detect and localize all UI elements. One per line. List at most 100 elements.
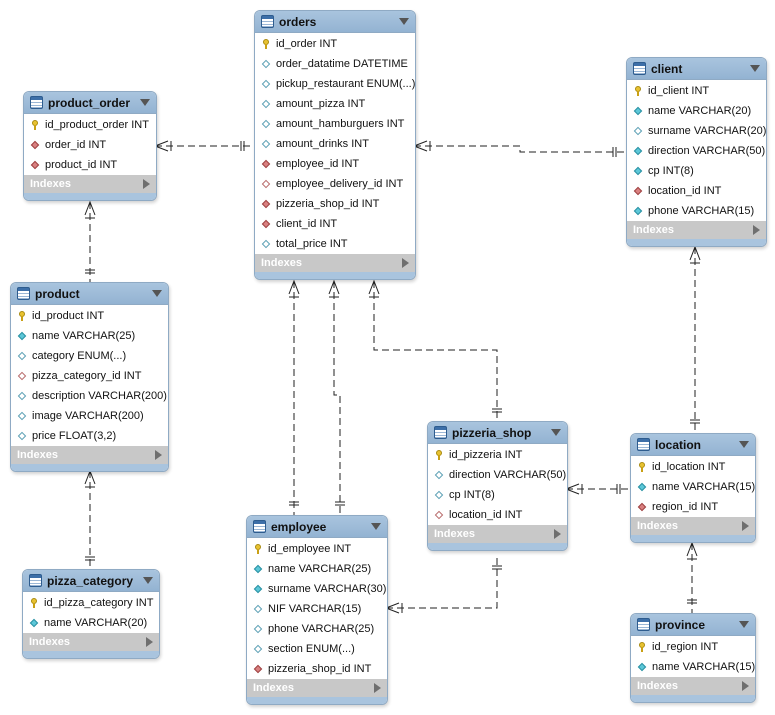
column-row[interactable]: phone VARCHAR(25) [247,619,387,639]
table-header[interactable]: product [11,283,168,305]
column-row[interactable]: id_product INT [11,306,168,326]
collapse-arrow-icon[interactable] [739,621,749,628]
column-diamond-empty-icon [633,126,643,136]
column-row[interactable]: phone VARCHAR(15) [627,201,766,221]
indexes-bar[interactable]: Indexes [631,677,755,695]
column-row[interactable]: cp INT(8) [627,161,766,181]
collapse-arrow-icon[interactable] [739,441,749,448]
table-header[interactable]: employee [247,516,387,538]
indexes-bar[interactable]: Indexes [255,254,415,272]
column-row[interactable]: region_id INT [631,497,755,517]
expand-arrow-icon[interactable] [143,179,150,189]
column-row[interactable]: amount_pizza INT [255,94,415,114]
indexes-bar[interactable]: Indexes [428,525,567,543]
expand-arrow-icon[interactable] [155,450,162,460]
column-row[interactable]: id_product_order INT [24,115,156,135]
collapse-arrow-icon[interactable] [399,18,409,25]
primary-key-icon [30,120,40,130]
expand-arrow-icon[interactable] [742,521,749,531]
table-header[interactable]: pizza_category [23,570,159,592]
column-row[interactable]: NIF VARCHAR(15) [247,599,387,619]
column-row[interactable]: direction VARCHAR(50) [428,465,567,485]
column-row[interactable]: name VARCHAR(25) [11,326,168,346]
column-row[interactable]: client_id INT [255,214,415,234]
column-row[interactable]: pizzeria_shop_id INT [255,194,415,214]
column-row[interactable]: employee_id INT [255,154,415,174]
column-row[interactable]: amount_hamburguers INT [255,114,415,134]
column-row[interactable]: id_pizzeria INT [428,445,567,465]
expand-arrow-icon[interactable] [742,681,749,691]
column-row[interactable]: employee_delivery_id INT [255,174,415,194]
table-header[interactable]: client [627,58,766,80]
table-header[interactable]: location [631,434,755,456]
column-row[interactable]: product_id INT [24,155,156,175]
column-row[interactable]: location_id INT [428,505,567,525]
expand-arrow-icon[interactable] [146,637,153,647]
column-label: amount_hamburguers INT [276,118,405,130]
column-row[interactable]: name VARCHAR(20) [627,101,766,121]
collapse-arrow-icon[interactable] [140,99,150,106]
column-row[interactable]: order_id INT [24,135,156,155]
column-row[interactable]: direction VARCHAR(50) [627,141,766,161]
collapse-arrow-icon[interactable] [371,523,381,530]
expand-arrow-icon[interactable] [402,258,409,268]
collapse-arrow-icon[interactable] [750,65,760,72]
column-row[interactable]: total_price INT [255,234,415,254]
column-row[interactable]: surname VARCHAR(20) [627,121,766,141]
column-row[interactable]: pizza_category_id INT [11,366,168,386]
column-row[interactable]: cp INT(8) [428,485,567,505]
expand-arrow-icon[interactable] [554,529,561,539]
column-row[interactable]: section ENUM(...) [247,639,387,659]
primary-key-icon [253,544,263,554]
table-header[interactable]: orders [255,11,415,33]
column-diamond-empty-icon [17,411,27,421]
expand-arrow-icon[interactable] [753,225,760,235]
column-row[interactable]: id_location INT [631,457,755,477]
column-row[interactable]: id_region INT [631,637,755,657]
table-header[interactable]: province [631,614,755,636]
column-label: name VARCHAR(25) [32,330,136,342]
column-row[interactable]: name VARCHAR(20) [23,613,159,633]
column-row[interactable]: price FLOAT(3,2) [11,426,168,446]
column-row[interactable]: id_employee INT [247,539,387,559]
indexes-bar[interactable]: Indexes [247,679,387,697]
indexes-bar[interactable]: Indexes [627,221,766,239]
column-row[interactable]: description VARCHAR(200) [11,386,168,406]
indexes-label: Indexes [29,636,70,648]
collapse-arrow-icon[interactable] [152,290,162,297]
column-row[interactable]: category ENUM(...) [11,346,168,366]
column-row[interactable]: location_id INT [627,181,766,201]
column-row[interactable]: image VARCHAR(200) [11,406,168,426]
collapse-arrow-icon[interactable] [143,577,153,584]
column-row[interactable]: name VARCHAR(15) [631,657,755,677]
column-row[interactable]: pizzeria_shop_id INT [247,659,387,679]
expand-arrow-icon[interactable] [374,683,381,693]
indexes-bar[interactable]: Indexes [11,446,168,464]
column-row[interactable]: name VARCHAR(25) [247,559,387,579]
indexes-bar[interactable]: Indexes [23,633,159,651]
indexes-label: Indexes [633,224,674,236]
column-row[interactable]: id_order INT [255,34,415,54]
column-row[interactable]: id_pizza_category INT [23,593,159,613]
collapse-arrow-icon[interactable] [551,429,561,436]
table-header[interactable]: product_order [24,92,156,114]
column-row[interactable]: order_datatime DATETIME [255,54,415,74]
column-row[interactable]: id_client INT [627,81,766,101]
column-row[interactable]: amount_drinks INT [255,134,415,154]
indexes-bar[interactable]: Indexes [24,175,156,193]
column-row[interactable]: name VARCHAR(15) [631,477,755,497]
primary-key-icon [261,39,271,49]
indexes-bar[interactable]: Indexes [631,517,755,535]
column-row[interactable]: surname VARCHAR(30) [247,579,387,599]
table-header[interactable]: pizzeria_shop [428,422,567,444]
column-row[interactable]: pickup_restaurant ENUM(...) [255,74,415,94]
